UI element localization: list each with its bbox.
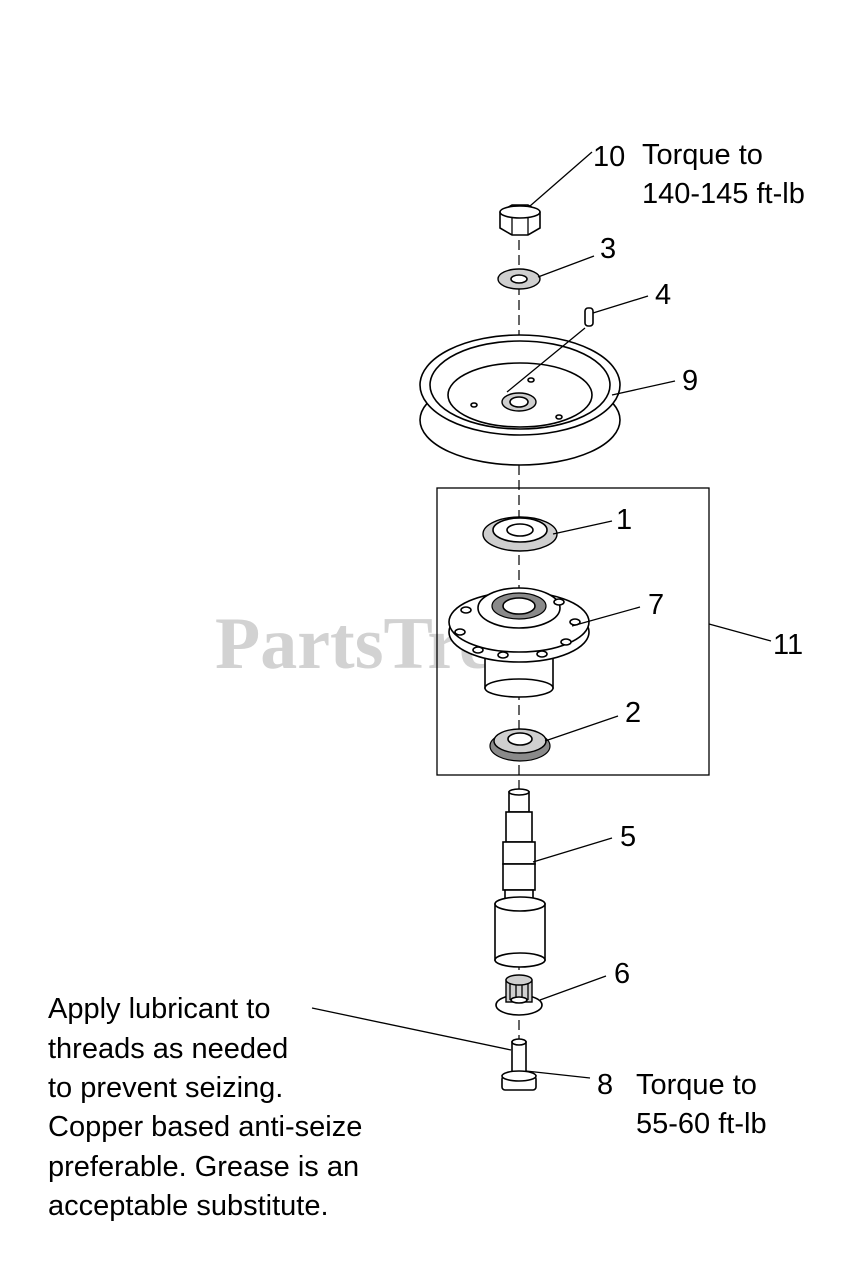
lubricant-note-line5: preferable. Grease is an <box>48 1151 359 1183</box>
callout-2: 2 <box>625 697 641 729</box>
leader-10 <box>529 151 593 207</box>
torque-note-10-line2: 140-145 ft-lb <box>642 178 805 210</box>
callout-1: 1 <box>616 504 632 536</box>
part-7-spindle-housing <box>448 587 590 698</box>
leader-6 <box>539 975 607 1001</box>
part-4-key <box>584 307 594 327</box>
part-3-washer <box>497 268 541 290</box>
leader-11 <box>708 623 772 642</box>
part-1-seal <box>482 516 558 552</box>
lubricant-note-line3: to prevent seizing. <box>48 1072 283 1104</box>
part-11-assembly-box <box>436 487 710 776</box>
callout-6: 6 <box>614 958 630 990</box>
part-10-hex-nut <box>499 204 541 236</box>
leader-3 <box>537 255 595 278</box>
leader-1 <box>552 520 613 535</box>
leader-2 <box>544 715 619 742</box>
leader-lubricant <box>311 1007 512 1051</box>
callout-5: 5 <box>620 821 636 853</box>
callout-3: 3 <box>600 233 616 265</box>
callout-9: 9 <box>682 365 698 397</box>
leader-9 <box>611 380 676 396</box>
part-8-bolt <box>501 1038 537 1091</box>
callout-8: 8 <box>597 1069 613 1101</box>
lubricant-note-line2: threads as needed <box>48 1033 288 1065</box>
callout-11: 11 <box>773 629 803 661</box>
leader-4 <box>592 295 649 314</box>
callout-7: 7 <box>648 589 664 621</box>
part-5-spindle-shaft <box>494 788 546 968</box>
torque-note-10-line1: Torque to <box>642 139 763 171</box>
lubricant-note-line6: acceptable substitute. <box>48 1190 329 1222</box>
lubricant-note-line1: Apply lubricant to <box>48 993 270 1025</box>
leader-5 <box>532 837 613 863</box>
part-2-bearing <box>489 728 551 762</box>
torque-note-8-line1: Torque to <box>636 1069 757 1101</box>
leader-8 <box>525 1070 591 1079</box>
leader-7 <box>571 606 641 627</box>
torque-note-8-line2: 55-60 ft-lb <box>636 1108 767 1140</box>
callout-4: 4 <box>655 279 671 311</box>
lubricant-note-line4: Copper based anti-seize <box>48 1111 362 1143</box>
part-9-pulley <box>419 327 621 466</box>
part-6-splined-hub <box>495 974 543 1016</box>
callout-10: 10 <box>593 141 625 173</box>
